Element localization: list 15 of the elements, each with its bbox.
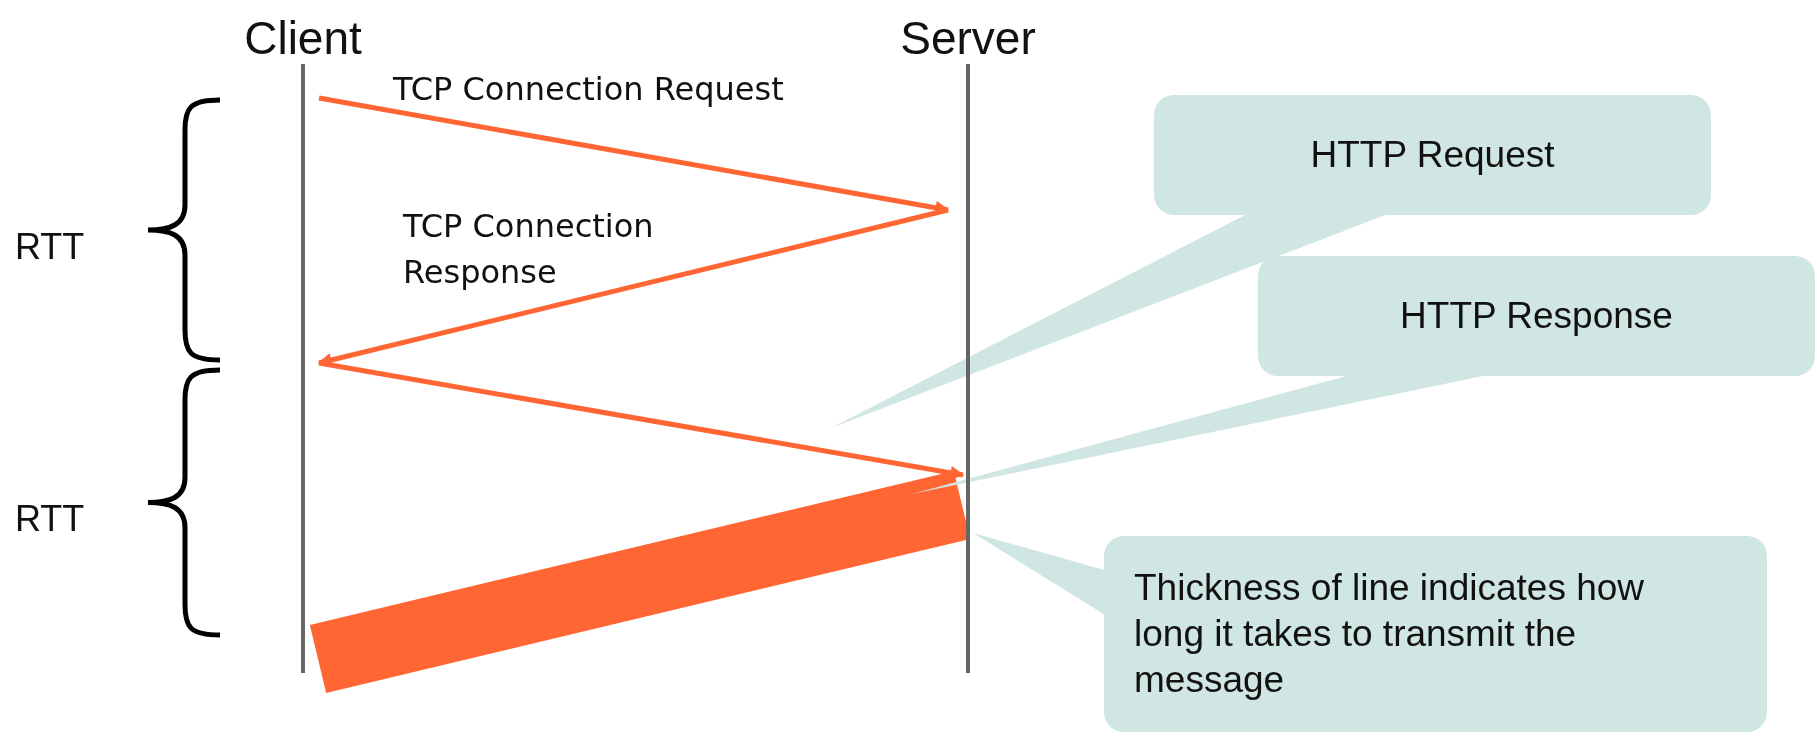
message-arrow — [317, 207, 949, 367]
callout-pointer — [973, 533, 1106, 616]
lifeline-heading: Client — [244, 12, 362, 64]
edge-label: TCP Connection Response — [403, 206, 655, 293]
lifeline-heading: Server — [900, 12, 1036, 64]
callout-text: HTTP Response — [1400, 294, 1673, 338]
callout-bubble — [1154, 95, 1711, 215]
callout-bubble — [1104, 536, 1767, 732]
callout-text: HTTP Request — [1310, 133, 1555, 177]
interval-label: RTT — [15, 498, 85, 540]
callout-bubble — [1258, 256, 1815, 376]
edge-label: TCP Connection Request — [393, 69, 785, 110]
interval-label: RTT — [15, 226, 85, 268]
callout-text: Thickness of line indicates how long it takes to transmit the message — [1134, 566, 1646, 702]
message-arrow — [318, 360, 965, 480]
